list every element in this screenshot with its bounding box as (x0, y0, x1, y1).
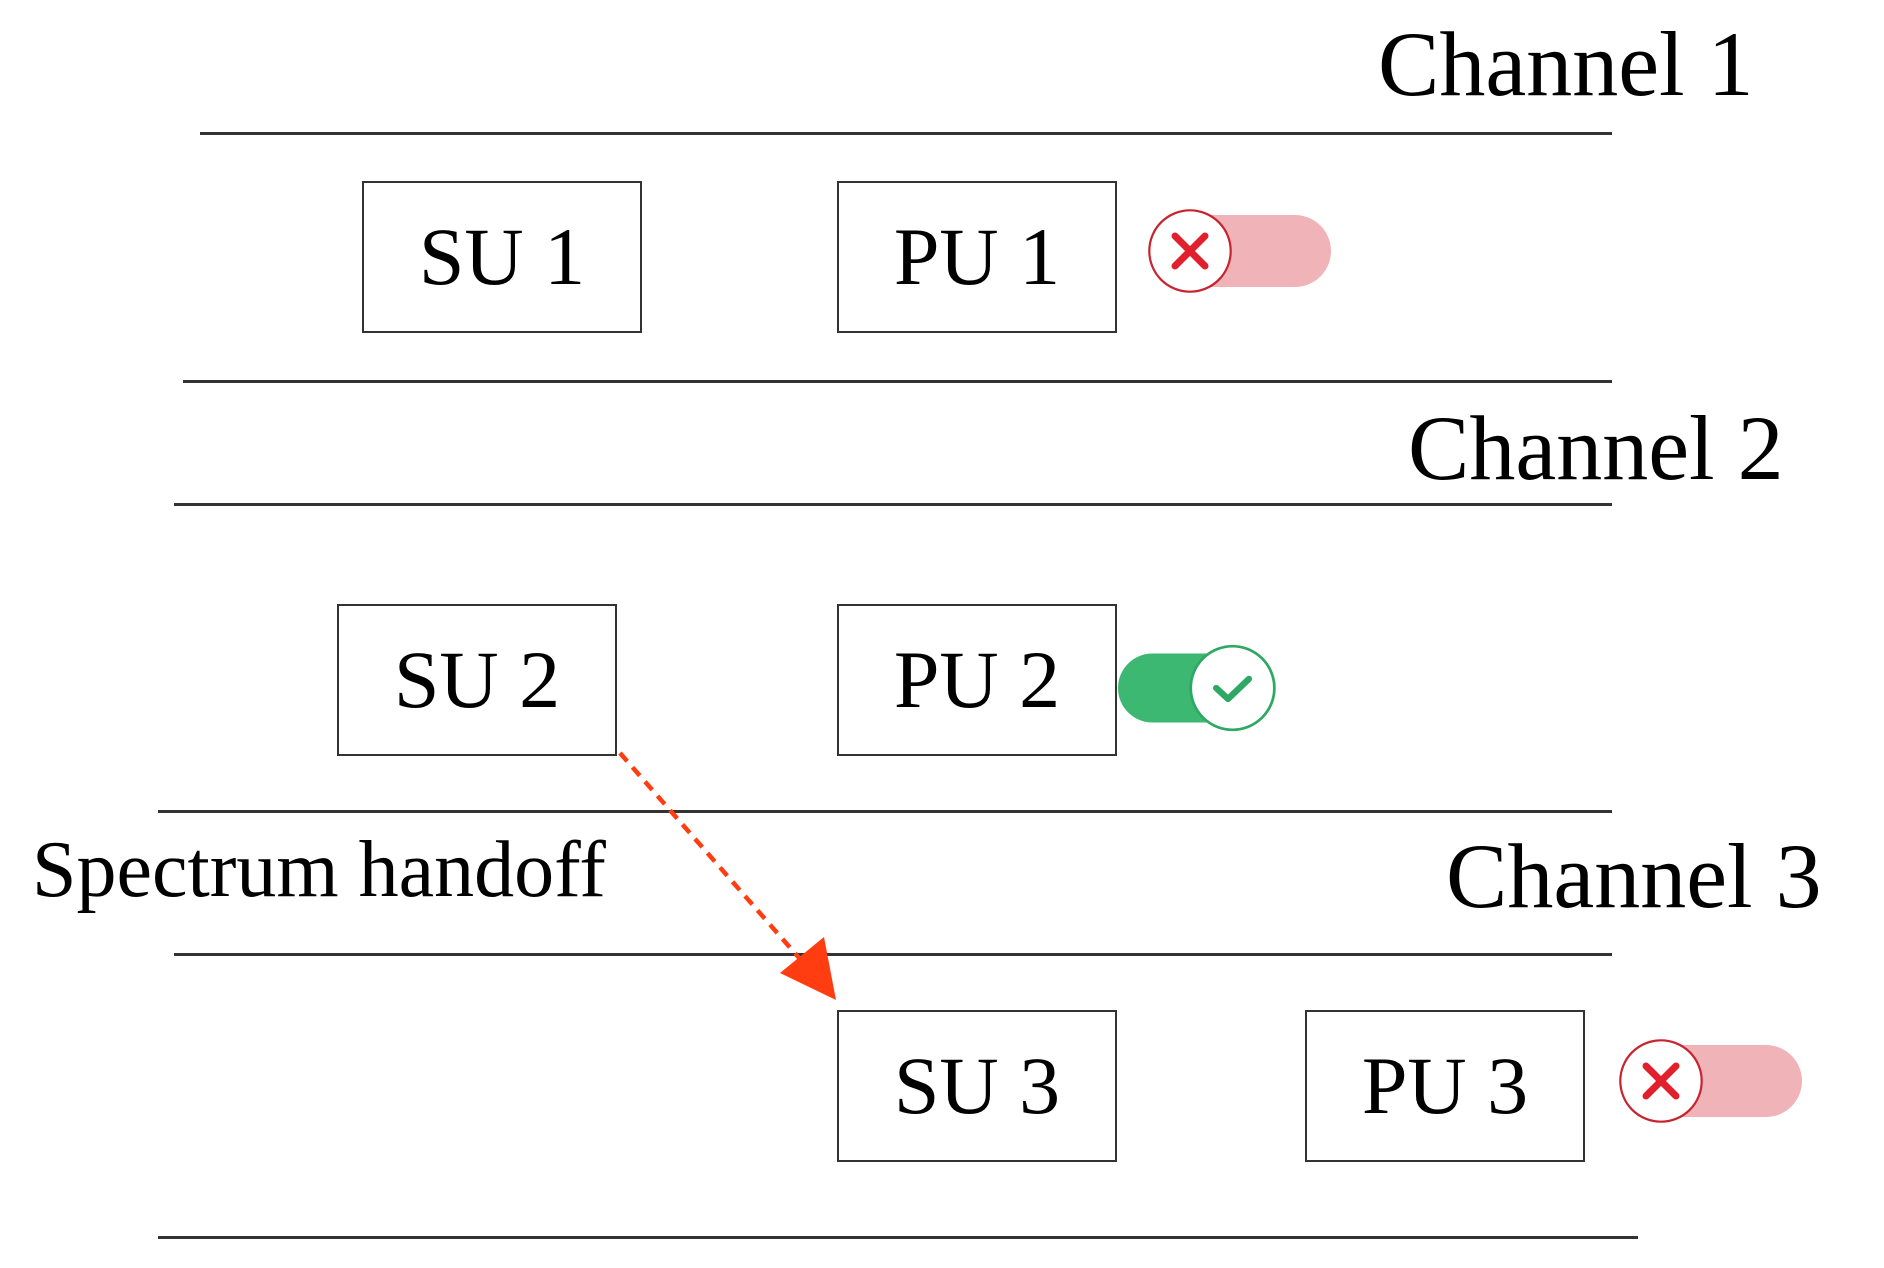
x-mark-icon (1171, 232, 1209, 270)
channel-1-label: Channel 1 (1378, 13, 1754, 115)
pu-1-box: PU 1 (837, 181, 1117, 333)
toggle-knob (1189, 644, 1276, 732)
pu-2-status-toggle (1118, 644, 1276, 732)
pu-2-box: PU 2 (837, 604, 1117, 756)
pu-1-status-toggle (1148, 209, 1331, 293)
handoff-arrow-line (618, 751, 816, 977)
spectrum-handoff-label: Spectrum handoff (32, 826, 606, 914)
su-3-box: SU 3 (837, 1010, 1117, 1162)
checkmark-icon (1213, 675, 1253, 703)
channel-1-top-line (200, 132, 1612, 135)
channel-1-bottom-line (183, 380, 1612, 383)
channel-2-top-line (174, 503, 1612, 506)
x-mark-icon (1642, 1062, 1680, 1100)
channel-2-label: Channel 2 (1408, 397, 1784, 499)
pu-3-box: PU 3 (1305, 1010, 1585, 1162)
su-1-box: SU 1 (362, 181, 642, 333)
handoff-arrowhead-icon (780, 937, 836, 1000)
channel-3-top-line (174, 953, 1612, 956)
channel-3-label: Channel 3 (1446, 825, 1822, 927)
channel-3-bottom-line (158, 1236, 1638, 1239)
channel-2-bottom-line (158, 810, 1612, 813)
pu-3-status-toggle (1619, 1039, 1802, 1123)
su-2-box: SU 2 (337, 604, 617, 756)
